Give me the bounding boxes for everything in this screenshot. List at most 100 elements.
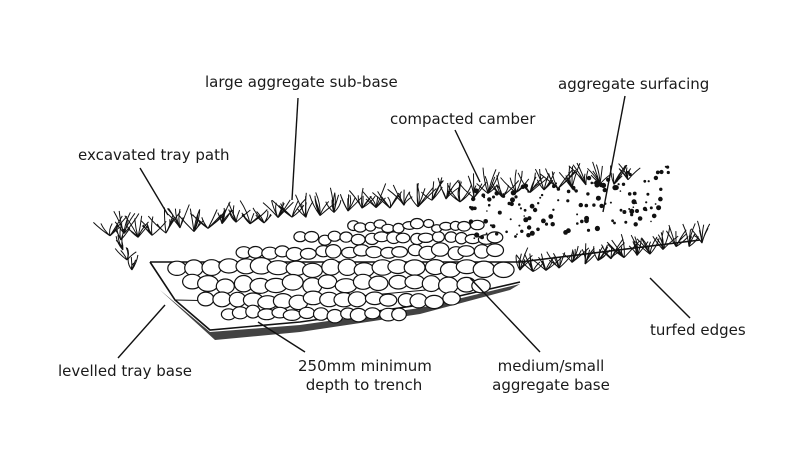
grit [612, 185, 618, 191]
stone [337, 258, 358, 276]
grit [613, 221, 616, 225]
stone [312, 307, 330, 321]
grass-tuft [387, 184, 413, 206]
grit [520, 229, 524, 233]
grit [505, 230, 508, 234]
grit [552, 208, 555, 211]
stone [349, 307, 368, 323]
grit [529, 203, 535, 209]
grit [584, 218, 589, 224]
grit [523, 217, 529, 223]
stone [201, 259, 222, 277]
grit [647, 180, 650, 183]
stone [247, 245, 264, 259]
grit [602, 187, 607, 193]
stone [327, 230, 342, 242]
label-levelled-tray-base: levelled tray base [58, 362, 192, 380]
label-excavated-tray-path: excavated tray path [78, 146, 230, 164]
grass-tuft [114, 223, 131, 241]
stone [417, 232, 434, 243]
grit [516, 233, 518, 236]
grit [523, 215, 525, 217]
grit [654, 203, 657, 205]
stone [298, 306, 316, 320]
grit [628, 172, 632, 177]
grit [468, 219, 474, 224]
grit [541, 218, 546, 224]
grit [485, 232, 488, 235]
stone [347, 291, 367, 308]
grit [487, 197, 492, 202]
stone [299, 247, 317, 260]
label-minimum-depth-line1: 250mm minimum [298, 357, 432, 375]
grit [540, 193, 544, 197]
grit [566, 228, 571, 234]
stone [324, 244, 342, 259]
grass-tuft [115, 234, 124, 251]
stone [339, 231, 353, 243]
grass-tuft [531, 253, 562, 271]
label-turfed-edges: turfed edges [650, 321, 746, 339]
stone [184, 259, 204, 277]
grit [645, 201, 648, 204]
grass-tuft [601, 238, 625, 260]
grit [586, 228, 591, 232]
grass-tuft [517, 172, 549, 193]
stone [437, 276, 459, 294]
grit [595, 195, 601, 201]
grit [622, 210, 627, 214]
grit [487, 203, 491, 207]
stone [196, 291, 215, 307]
stone [212, 291, 232, 308]
leader-surfacing [602, 95, 626, 213]
grit [658, 196, 663, 202]
grass-tuft [456, 173, 487, 199]
label-aggregate-surfacing: aggregate surfacing [558, 75, 710, 93]
grass-tuft [217, 201, 234, 225]
grass-tuft [167, 204, 190, 229]
grit [649, 206, 653, 210]
stone [430, 242, 450, 257]
grit [619, 190, 622, 192]
stone [317, 274, 338, 290]
grass-tuft [421, 177, 444, 201]
grit [643, 179, 647, 183]
grass-tuft [339, 194, 362, 212]
grit [492, 195, 495, 199]
grit [586, 175, 592, 181]
grit [619, 208, 623, 212]
grit [509, 218, 512, 221]
grass-tuft [140, 216, 167, 236]
grit [539, 196, 542, 199]
label-large-aggregate-sub-base: large aggregate sub-base [205, 73, 398, 91]
grass-tuft [114, 247, 137, 261]
grass-tuft [558, 163, 581, 189]
grit [659, 169, 664, 175]
grit [483, 219, 489, 224]
grit [550, 222, 555, 227]
grass-tuft [113, 210, 140, 234]
grit [627, 192, 632, 196]
stone [391, 307, 407, 322]
label-minimum-depth-line2: depth to trench [305, 376, 423, 394]
grit [595, 225, 600, 230]
grass-tuft [690, 220, 711, 244]
grit [635, 209, 639, 213]
grit [584, 203, 589, 208]
grit [480, 235, 484, 240]
grass-tuft [665, 224, 689, 248]
grit [523, 208, 527, 212]
grass-tuft [515, 253, 543, 273]
grass-tuft [309, 192, 335, 216]
grit [637, 216, 643, 221]
grass-tuft [189, 209, 225, 229]
leader-levelled [117, 304, 166, 359]
stone [364, 307, 381, 320]
grit [574, 189, 578, 193]
grass-tuft [476, 167, 500, 194]
grit [514, 195, 518, 199]
grit [629, 208, 635, 214]
grit [593, 182, 595, 184]
grass-tuft [252, 207, 272, 224]
stone [409, 293, 428, 309]
